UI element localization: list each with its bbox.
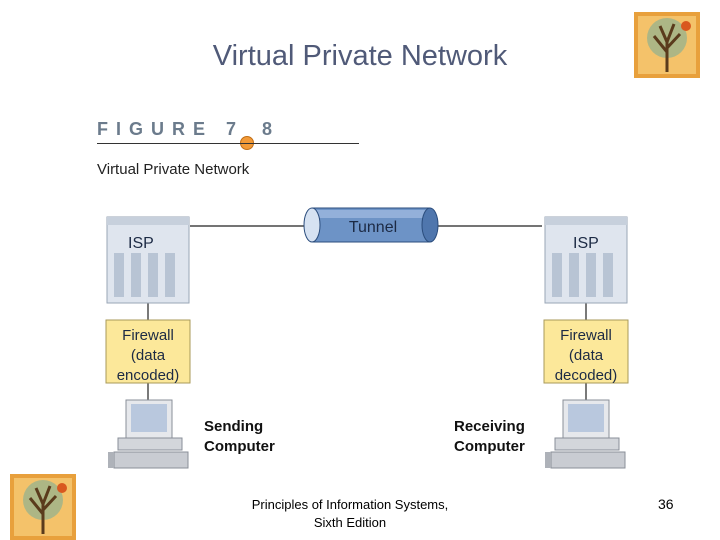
tree-logo-icon xyxy=(634,12,700,78)
left-isp-label: ISP xyxy=(128,235,154,252)
receiving-computer-label: Receiving Computer xyxy=(454,418,525,455)
tree-logo-icon xyxy=(10,474,76,540)
slide-footer: Principles of Information Systems, Sixth… xyxy=(251,497,449,530)
figure-number: 8 xyxy=(262,119,273,139)
right-firewall-line-2: (data xyxy=(569,347,604,364)
slide-title: Virtual Private Network xyxy=(212,40,508,72)
server-rack-icon xyxy=(106,216,190,304)
sending-computer-label: Sending Computer xyxy=(204,418,275,455)
left-firewall-line-1: Firewall xyxy=(122,327,174,344)
left-firewall-line-2: (data xyxy=(131,347,166,364)
right-firewall-line-3: decoded) xyxy=(555,367,618,384)
left-firewall-box xyxy=(105,319,191,384)
right-isp-label: ISP xyxy=(573,235,599,252)
tunnel-label: Tunnel xyxy=(349,219,397,236)
figure-subtitle: Virtual Private Network xyxy=(97,161,250,178)
page-number: 36 xyxy=(658,496,674,512)
figure-label: FIGURE 7 xyxy=(97,119,245,139)
tunnel-pipe-icon xyxy=(303,207,439,243)
server-rack-icon xyxy=(544,216,628,304)
desktop-computer-icon xyxy=(545,399,626,469)
right-firewall-line-1: Firewall xyxy=(560,327,612,344)
desktop-computer-icon xyxy=(108,399,189,469)
figure-rule xyxy=(97,143,359,144)
left-firewall-line-3: encoded) xyxy=(117,367,180,384)
right-firewall-box xyxy=(543,319,629,384)
